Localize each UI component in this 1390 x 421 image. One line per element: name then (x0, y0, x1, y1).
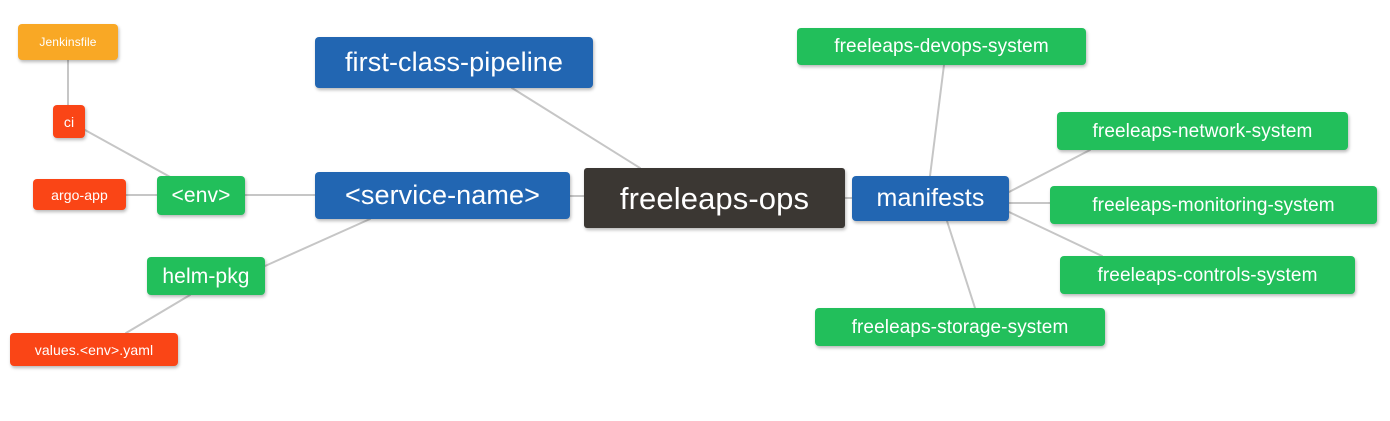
mindmap-node-controls-system[interactable]: freeleaps-controls-system (1060, 256, 1355, 294)
edge-manifests-to-devops-system (929, 64, 945, 177)
mindmap-node-service-name[interactable]: <service-name> (315, 172, 570, 219)
mindmap-node-manifests[interactable]: manifests (852, 176, 1009, 221)
mindmap-node-values-yaml[interactable]: values.<env>.yaml (10, 333, 178, 366)
edge-service-name-to-helm-pkg (264, 218, 371, 267)
mindmap-node-helm-pkg[interactable]: helm-pkg (147, 257, 265, 295)
mindmap-node-network-system[interactable]: freeleaps-network-system (1057, 112, 1348, 150)
mindmap-node-storage-system[interactable]: freeleaps-storage-system (815, 308, 1105, 346)
edge-ci-to-env (84, 129, 173, 179)
mindmap-node-root[interactable]: freeleaps-ops (584, 168, 845, 228)
mindmap-node-jenkinsfile[interactable]: Jenkinsfile (18, 24, 118, 60)
mindmap-node-env[interactable]: <env> (157, 176, 245, 215)
mindmap-node-ci[interactable]: ci (53, 105, 85, 138)
mindmap-node-argo-app[interactable]: argo-app (33, 179, 126, 210)
edge-first-class-to-root (511, 87, 641, 169)
edge-helm-pkg-to-values-yaml (125, 294, 191, 334)
mindmap-node-monitoring-system[interactable]: freeleaps-monitoring-system (1050, 186, 1377, 224)
edge-manifests-to-storage-system (946, 220, 976, 309)
mindmap-node-first-class[interactable]: first-class-pipeline (315, 37, 593, 88)
mindmap-node-devops-system[interactable]: freeleaps-devops-system (797, 28, 1086, 65)
